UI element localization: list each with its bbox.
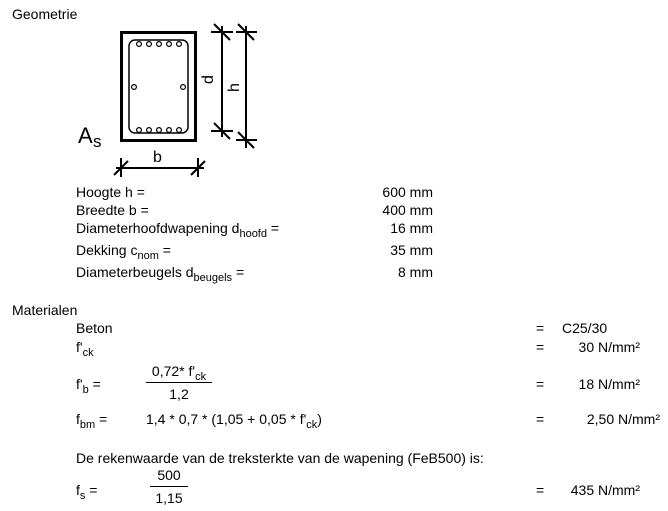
fs-numerator: 500 — [157, 467, 181, 483]
dimension-d — [211, 23, 233, 140]
fs-eq: = — [536, 482, 545, 498]
dimension-b — [113, 158, 206, 177]
fck-eq: = — [536, 339, 545, 355]
label-as: A — [78, 123, 93, 148]
fb-fraction-bar — [146, 382, 212, 383]
label-b: b — [153, 149, 162, 166]
label-as-sub: s — [93, 132, 102, 151]
row-hoogte-label: Hoogte h = — [76, 184, 145, 200]
side-bars — [131, 83, 187, 90]
row-beugels-value: 8 mm — [398, 264, 433, 280]
fs-fraction: 500 1,15 — [150, 466, 188, 507]
fb-fraction: 0,72* f'ck 1,2 — [146, 362, 212, 403]
fck-value: 30 N/mm² — [578, 339, 640, 355]
row-dekking-value: 35 mm — [390, 242, 433, 258]
beton-eq: = — [536, 320, 545, 336]
label-d: d — [200, 75, 217, 84]
beton-value: C25/30 — [562, 320, 608, 336]
section-title-materialen: Materialen — [12, 302, 78, 318]
stirrup — [128, 39, 189, 134]
fbm-label: fbm = — [76, 411, 108, 431]
fck-label: f'ck — [76, 339, 94, 359]
fs-fraction-bar — [150, 486, 188, 487]
fs-value: 435 N/mm² — [570, 482, 640, 498]
row-hoofdwapening-value: 16 mm — [390, 220, 433, 236]
bottom-bars — [136, 126, 183, 133]
section-title-geometrie: Geometrie — [12, 6, 78, 22]
fbm-value: 2,50 N/mm² — [586, 411, 660, 427]
beton-label: Beton — [76, 320, 113, 336]
dimension-h — [236, 23, 257, 149]
fbm-eq: = — [536, 411, 545, 427]
fb-numerator: 0,72* f'ck — [151, 363, 207, 383]
row-breedte-value: 400 mm — [382, 202, 433, 218]
fbm-formula: 1,4 * 0,7 * (1,05 + 0,05 * f'ck) — [146, 411, 322, 431]
fs-denominator: 1,15 — [155, 490, 183, 506]
label-h: h — [226, 83, 243, 92]
row-hoogte-value: 600 mm — [382, 184, 433, 200]
top-bars — [136, 40, 183, 47]
fb-value: 18 N/mm² — [578, 376, 640, 392]
row-breedte-label: Breedte b = — [76, 202, 149, 218]
fs-label: fs = — [76, 482, 98, 502]
fb-label: f'b = — [76, 376, 101, 396]
row-beugels-label: Diameterbeugels dbeugels = — [76, 264, 245, 284]
section-outline — [120, 31, 197, 142]
row-dekking-label: Dekking cnom = — [76, 242, 171, 262]
fb-eq: = — [536, 376, 545, 392]
fb-denominator: 1,2 — [169, 386, 189, 402]
fs-sentence: De rekenwaarde van de treksterkte van de… — [76, 450, 484, 466]
row-hoofdwapening-label: Diameterhoofdwapening dhoofd = — [76, 220, 280, 240]
